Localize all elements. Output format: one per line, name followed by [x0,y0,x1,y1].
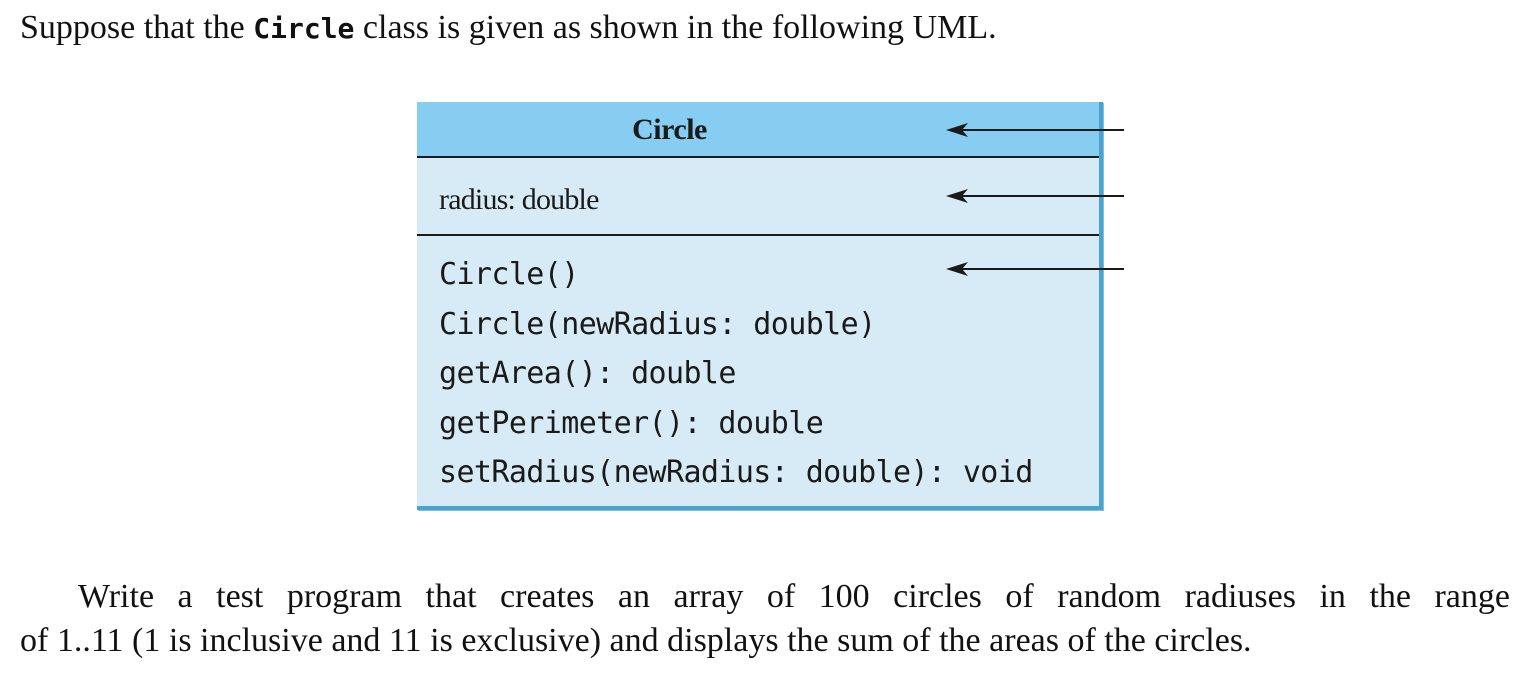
intro-paragraph: Suppose that the Circle class is given a… [20,6,997,51]
uml-class-diagram: Circle radius: double Circle() Circle(ne… [417,102,1103,510]
uml-attribute-radius: radius: double [439,183,599,216]
intro-text-after: class is given as shown in the following… [354,9,997,46]
task-paragraph: Write a test program that creates an arr… [20,575,1510,663]
uml-method-constructor-default: Circle() [439,257,579,292]
intro-code-circle: Circle [253,12,355,45]
uml-method-get-perimeter: getPerimeter(): double [439,405,824,441]
intro-text-before: Suppose that the [20,9,254,46]
uml-methods-compartment: Circle() Circle(newRadius: double) getAr… [439,250,1033,498]
uml-method-constructor-radius: Circle(newRadius: double) [439,306,876,342]
task-line-2: of 1..11 (1 is inclusive and 11 is exclu… [20,622,1252,659]
uml-method-set-radius: setRadius(newRadius: double): void [439,455,1033,490]
attribute-arrowhead [946,189,968,203]
uml-attributes-compartment: radius: double [417,158,1099,236]
constructor-arrowhead [946,262,968,276]
class-name-arrowhead [946,123,968,137]
uml-method-get-area: getArea(): double [439,356,736,391]
task-line-1: Write a test program that creates an arr… [78,578,1510,615]
uml-class-name: Circle [632,113,707,146]
